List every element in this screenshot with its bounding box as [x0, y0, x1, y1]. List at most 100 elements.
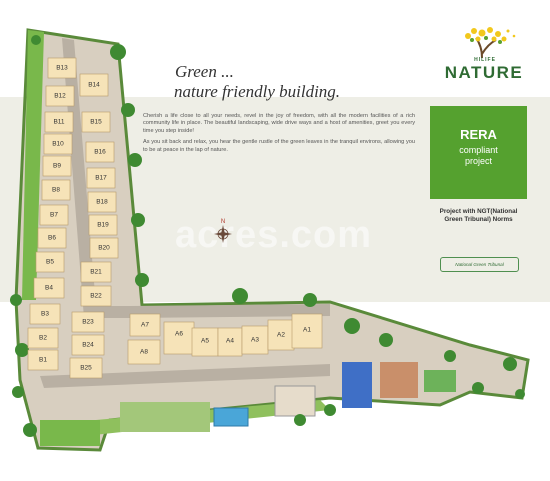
internal-road-east: [130, 304, 330, 318]
rera-panel: RERA compliant project: [430, 106, 527, 199]
block-b16: [85, 141, 115, 163]
label-b14: B14: [88, 82, 100, 89]
label-a1: A1: [303, 327, 311, 334]
label-a6: A6: [175, 331, 183, 338]
compass-icon: N: [214, 219, 232, 243]
tree-logo-icon: [465, 27, 516, 59]
lawn-southwest: [40, 420, 100, 446]
label-b2: B2: [39, 335, 47, 342]
label-b9: B9: [53, 163, 61, 170]
label-b25: B25: [80, 365, 92, 372]
watermark: acres.com: [175, 214, 373, 256]
label-b3: B3: [41, 311, 49, 318]
label-b20: B20: [98, 245, 110, 252]
block-a2: [267, 319, 295, 351]
label-b17: B17: [95, 175, 107, 182]
block-b19: [88, 214, 118, 236]
label-b13: B13: [56, 65, 68, 72]
block-b4: [33, 277, 65, 299]
logo-main-text: NATURE: [444, 63, 524, 82]
description-para2: As you sit back and relax, you hear the …: [143, 139, 415, 153]
internal-road: [62, 38, 130, 318]
block-b14: [79, 73, 109, 97]
label-b12: B12: [54, 93, 66, 100]
block-a6: [163, 321, 195, 355]
block-b17: [86, 167, 116, 189]
label-b22: B22: [90, 293, 102, 300]
block-b18: [87, 191, 117, 213]
label-b7: B7: [50, 212, 58, 219]
label-b11: B11: [53, 119, 64, 126]
block-b24: [71, 334, 105, 356]
block-b6: [37, 227, 67, 249]
block-b7: [39, 204, 69, 226]
label-a2: A2: [277, 332, 285, 339]
compass-north-label: N: [221, 219, 225, 225]
ngt-badge: National Green Tribunal: [440, 257, 519, 272]
tree-row: [10, 35, 525, 437]
label-b6: B6: [48, 235, 56, 242]
block-b21: [80, 261, 112, 283]
block-a5: [191, 327, 219, 357]
tower-blocks-a: [127, 313, 323, 365]
block-labels: B13 B12 B11 B10 B9 B8 B7 B6 B5 B4 B3 B2 …: [39, 65, 311, 372]
ngt-note: Project with NGT(National Green Tribunal…: [439, 208, 518, 223]
block-a3: [241, 325, 269, 355]
description-para1: Cherish a life close to all your needs, …: [143, 113, 415, 134]
sports-court: [380, 362, 418, 398]
label-b5: B5: [46, 259, 54, 266]
label-b23: B23: [82, 319, 94, 326]
label-b24: B24: [82, 342, 94, 349]
block-a8: [127, 339, 161, 365]
block-b13: [47, 57, 77, 79]
logo-top-text: HILIFE: [474, 57, 496, 63]
label-b21: B21: [90, 269, 102, 276]
label-b8: B8: [52, 187, 60, 194]
block-b15: [81, 111, 111, 133]
block-b5: [35, 251, 65, 273]
tennis-court: [342, 362, 372, 408]
block-b3: [29, 303, 61, 325]
block-a1: [291, 313, 323, 349]
label-b1: B1: [39, 357, 47, 364]
rera-line3: project: [464, 156, 492, 166]
block-b11: [44, 111, 74, 133]
label-b16: B16: [94, 149, 106, 156]
block-b12: [45, 85, 75, 107]
lawn-west: [22, 30, 44, 300]
block-b20: [89, 237, 119, 259]
block-a4: [217, 327, 243, 357]
block-b8: [41, 179, 71, 201]
rera-line2: compliant: [459, 145, 498, 155]
garden-area: [120, 402, 210, 432]
block-b23: [71, 311, 105, 333]
rera-title: RERA: [460, 127, 497, 142]
internal-road-south: [40, 364, 330, 388]
label-b18: B18: [96, 199, 108, 206]
clubhouse: [274, 385, 316, 417]
block-b25: [69, 357, 103, 379]
label-b19: B19: [97, 222, 109, 229]
label-b15: B15: [90, 119, 102, 126]
headline-line1: Green ...: [175, 62, 234, 81]
block-b22: [80, 285, 112, 307]
swimming-pool: [213, 407, 249, 427]
block-a7: [129, 313, 161, 337]
label-b10: B10: [52, 141, 64, 148]
label-a3: A3: [251, 337, 259, 344]
label-b4: B4: [45, 285, 53, 292]
label-a5: A5: [201, 338, 209, 345]
block-b1: [27, 349, 59, 371]
tower-blocks-b: [27, 57, 119, 379]
headline: Green ... nature friendly building.: [174, 62, 341, 102]
block-b9: [42, 155, 72, 177]
headline-line2: nature friendly building.: [174, 82, 341, 101]
description: Cherish a life close to all your needs, …: [143, 113, 415, 158]
label-a8: A8: [140, 349, 148, 356]
block-b10: [43, 133, 73, 155]
label-a7: A7: [141, 322, 149, 329]
block-b2: [27, 327, 59, 349]
label-a4: A4: [226, 338, 234, 345]
play-area: [424, 370, 456, 392]
